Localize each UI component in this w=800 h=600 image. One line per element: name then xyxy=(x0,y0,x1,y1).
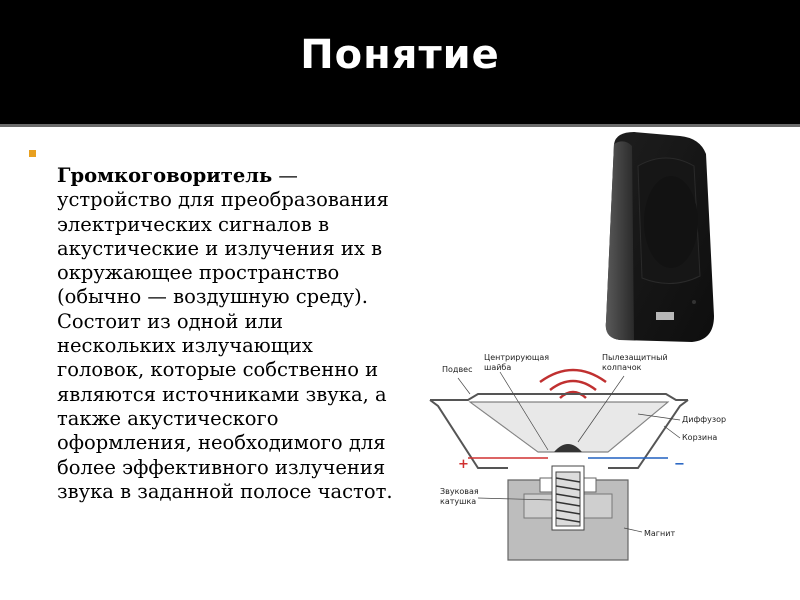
title-bar: Понятие xyxy=(0,0,800,124)
minus-sign: − xyxy=(674,457,685,472)
label-dust-cap-1: Пылезащитный xyxy=(602,353,668,362)
bullet-marker xyxy=(29,150,36,157)
label-diffuser: Диффузор xyxy=(682,415,726,424)
plus-sign: + xyxy=(458,457,469,472)
page-title: Понятие xyxy=(300,32,500,78)
label-voice-coil-1: Звуковая xyxy=(440,487,479,496)
speaker-diagram: Подвес Центрирующая шайба Пылезащитный к… xyxy=(429,353,726,561)
label-centering-washer-1: Центрирующая xyxy=(484,353,549,362)
sound-wave-icon xyxy=(539,368,607,384)
title-divider xyxy=(0,124,800,127)
label-voice-coil-2: катушка xyxy=(440,497,476,506)
label-basket: Корзина xyxy=(682,433,717,442)
term-bold: Громкоговоритель xyxy=(57,164,273,187)
label-magnet: Магнит xyxy=(644,529,675,538)
definition-text: — устройство для преобразования электрич… xyxy=(57,164,393,503)
label-suspension: Подвес xyxy=(442,365,472,374)
speaker-photo xyxy=(605,132,714,342)
definition-paragraph: Громкоговоритель — устройство для преобр… xyxy=(57,164,402,504)
label-centering-washer-2: шайба xyxy=(484,363,511,372)
label-dust-cap-2: колпачок xyxy=(602,363,642,372)
